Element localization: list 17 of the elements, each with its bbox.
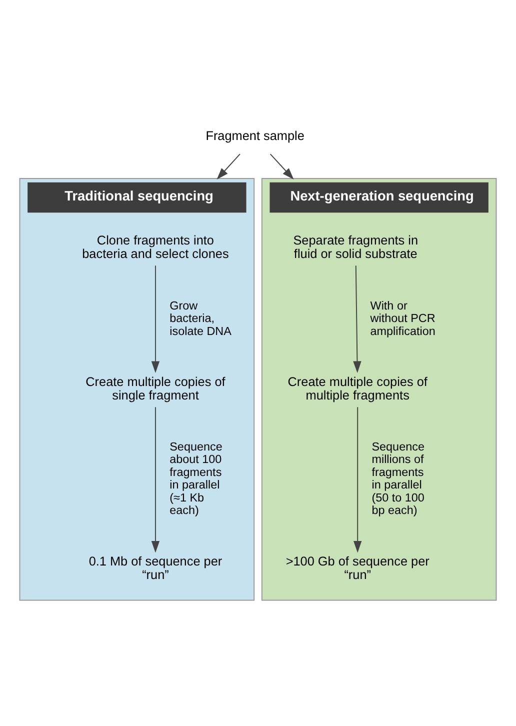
arrow xyxy=(151,264,160,372)
node-text: Clone fragments into bacteria and select clones xyxy=(82,232,229,260)
edge-label: Sequence about 100 fragments in parallel (≈1 Kb each) xyxy=(170,440,222,516)
arrow xyxy=(353,264,362,372)
edge-label: Sequence millions of fragments in parallel (50 to 100 bp each) xyxy=(372,440,424,516)
arrow xyxy=(270,153,294,180)
node-text: Create multiple copies of multiple fragments xyxy=(288,374,428,402)
edge-label: Grow bacteria, isolate DNA xyxy=(170,298,232,338)
node-text: 0.1 Mb of sequence per “run” xyxy=(88,554,222,582)
node-text: >100 Gb of sequence per “run” xyxy=(286,554,430,582)
node-text: Separate fragments in fluid or solid substrate xyxy=(293,232,418,260)
arrow xyxy=(151,406,160,552)
arrow xyxy=(354,406,362,552)
node-text: Fragment sample xyxy=(206,128,304,142)
arrow xyxy=(216,153,240,180)
node-text: Create multiple copies of single fragment xyxy=(86,374,226,402)
edge-label: With or without PCR amplification xyxy=(370,298,436,338)
